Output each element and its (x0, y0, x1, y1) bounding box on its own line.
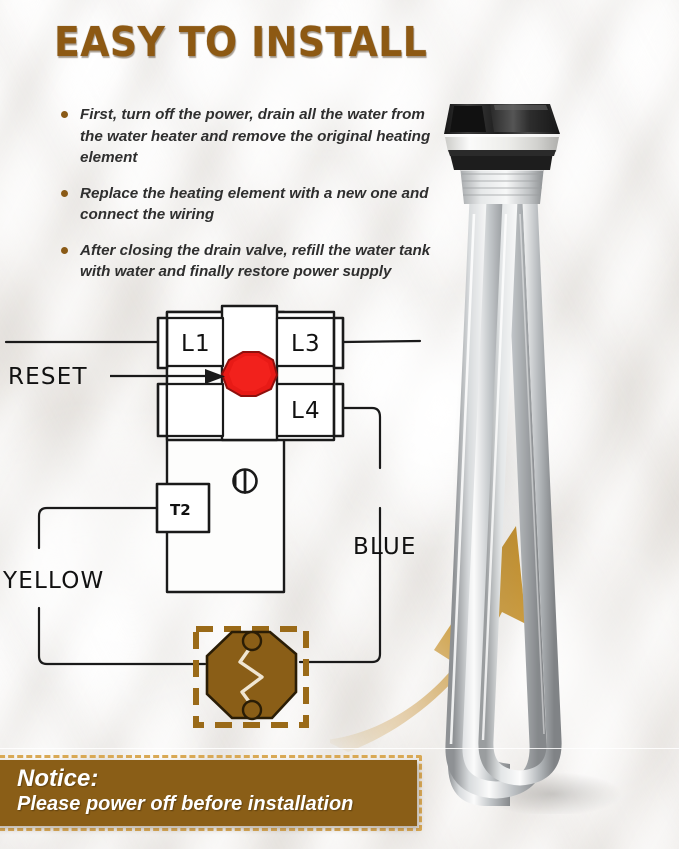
list-item: After closing the drain valve, refill th… (58, 240, 448, 283)
instruction-text: Replace the heating element with a new o… (80, 184, 429, 224)
terminal-head (444, 104, 560, 134)
hex-flange (444, 132, 560, 170)
notice-dashed-border (0, 755, 422, 831)
product-photo-heating-element (444, 104, 622, 814)
blue-wire-label: BLUE (353, 534, 417, 560)
reset-button-icon (220, 351, 279, 397)
instruction-text: First, turn off the power, drain all the… (80, 106, 431, 166)
notice-banner: Notice: Please power off before installa… (0, 755, 422, 831)
bullet-dot-icon (61, 246, 68, 254)
arrowhead-icon (205, 369, 225, 384)
bullet-dot-icon (61, 189, 68, 197)
terminal-label-l3: L3 (291, 331, 321, 357)
list-item: Replace the heating element with a new o… (58, 183, 448, 226)
element-tubes (445, 191, 562, 806)
notice-panel: Notice: Please power off before installa… (0, 760, 417, 826)
terminal-label-l4: L4 (291, 398, 321, 424)
notice-heading: Notice: (17, 765, 99, 792)
notice-body: Please power off before installation (17, 793, 354, 815)
instruction-list: First, turn off the power, drain all the… (58, 104, 448, 297)
page-title: EASY TO INSTALL (54, 18, 428, 66)
divider (0, 748, 679, 749)
instruction-text: After closing the drain valve, refill th… (80, 241, 431, 281)
bullet-dot-icon (61, 111, 68, 118)
list-item: First, turn off the power, drain all the… (58, 104, 448, 169)
wiring-diagram: RESET L1 L3 L4 T2 YELLOW BLUE (0, 296, 460, 756)
reset-label: RESET (8, 364, 88, 390)
threaded-base (460, 166, 544, 204)
heating-element-highlight-box (193, 626, 309, 728)
terminal-label-l1: L1 (181, 331, 211, 357)
yellow-wire-label: YELLOW (2, 568, 104, 594)
heating-element-symbol-icon (205, 630, 298, 721)
terminal-label-t2: T2 (170, 501, 191, 519)
